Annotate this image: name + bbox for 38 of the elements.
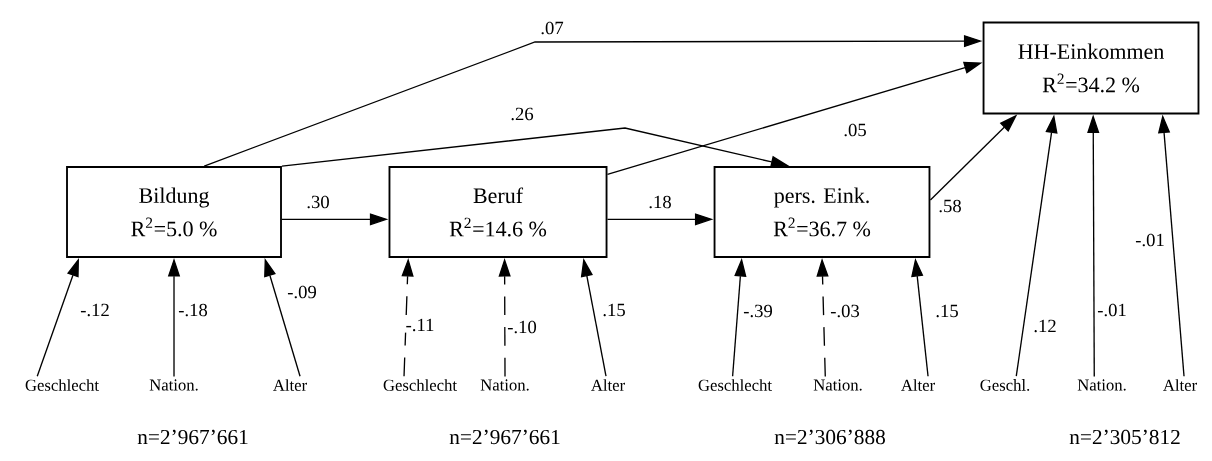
path-coefficient: -.18: [176, 302, 210, 318]
variable-label: Alter: [273, 379, 307, 391]
variable-label: Geschl.: [980, 379, 1030, 391]
path-coefficient: .15: [601, 302, 627, 318]
sample-size: n=2’967’661: [449, 429, 560, 445]
path-coefficient: .07: [539, 20, 565, 36]
sample-size: n=2’306’888: [774, 429, 885, 445]
path-coefficient: .26: [509, 106, 535, 122]
path-coefficient: .58: [937, 198, 963, 214]
variable-label: Nation.: [480, 379, 529, 391]
variable-label: Alter: [1163, 379, 1197, 391]
path-coefficient: -.10: [505, 319, 539, 335]
path-coefficient: -.09: [285, 284, 319, 300]
variable-label: Nation.: [149, 379, 198, 391]
path-coefficient: .12: [1032, 318, 1058, 334]
variable-box: Bildung R$^{2}$=5.0 %: [66, 166, 282, 258]
path-coefficient: .18: [647, 194, 673, 210]
path-coefficient: .15: [934, 303, 960, 319]
variable-label: Nation.: [813, 379, 862, 391]
variable-label: Geschlecht: [698, 379, 772, 391]
path-coefficient: .05: [842, 122, 868, 138]
variable-label: Alter: [901, 379, 935, 391]
variable-box: HH-Einkommen R$^{2}$=34.2 %: [982, 21, 1200, 115]
path-coefficient: -.03: [828, 303, 862, 319]
variable-label: Nation.: [1077, 379, 1126, 391]
variable-label: Geschlecht: [25, 379, 99, 391]
path-coefficient: -.11: [404, 317, 436, 333]
variable-label: Geschlecht: [383, 379, 457, 391]
variable-label: Alter: [591, 379, 625, 391]
path-coefficient: -.12: [78, 302, 112, 318]
variable-box: Beruf R$^{2}$=14.6 %: [388, 166, 608, 258]
path-coefficient: -.01: [1095, 302, 1129, 318]
variable-box: pers. Eink. R$^{2}$=36.7 %: [713, 166, 931, 258]
sample-size: n=2’305’812: [1069, 429, 1180, 445]
path-coefficient: -.01: [1133, 232, 1167, 248]
sample-size: n=2’967’661: [137, 429, 248, 445]
path-coefficient: .30: [305, 194, 331, 210]
path-coefficient: -.39: [741, 303, 775, 319]
